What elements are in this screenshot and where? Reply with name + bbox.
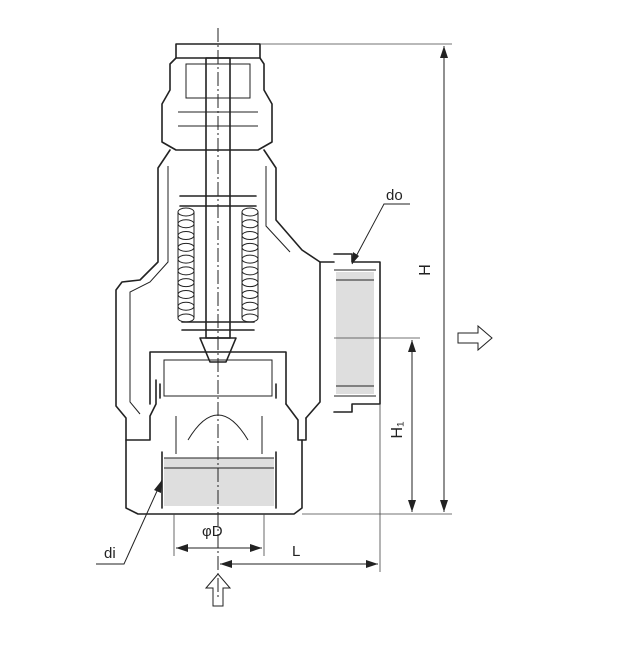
spring-coil	[177, 266, 195, 276]
spring-coil	[177, 313, 195, 323]
spring-coil	[177, 301, 195, 311]
spring-coil	[177, 289, 195, 299]
spring-coil	[177, 231, 195, 241]
seat-body	[149, 351, 287, 405]
seat-chamber	[163, 359, 273, 397]
outlet-wall	[305, 261, 321, 419]
di-leader	[96, 479, 163, 565]
spring-left	[177, 207, 195, 323]
h-label: H	[417, 264, 434, 276]
spring-coil	[241, 254, 259, 264]
outlet-bore-lines	[336, 279, 374, 387]
spring-coil	[177, 278, 195, 288]
do-arrowhead	[352, 252, 359, 264]
do-leader	[351, 203, 410, 265]
spring-coil	[177, 242, 195, 252]
arrow-up-icon	[204, 573, 232, 607]
valve-body	[115, 43, 381, 515]
spring-coil	[241, 278, 259, 288]
di-label: di	[104, 545, 116, 562]
bonnet-inner-right	[265, 166, 291, 253]
arrow-right-icon	[457, 324, 493, 352]
spring-coil	[177, 254, 195, 264]
spring-coil	[241, 219, 259, 229]
cap-housing	[161, 57, 273, 151]
bonnet-inner-left	[129, 166, 169, 415]
spring-outline	[177, 212, 195, 318]
spring-coil	[177, 219, 195, 229]
bonnet-right	[263, 149, 335, 263]
spring-coil	[241, 242, 259, 252]
spring-coil	[241, 289, 259, 299]
spring-coil	[241, 266, 259, 276]
do-label: do	[386, 187, 403, 204]
bonnet-left	[115, 149, 171, 441]
spring-right	[241, 207, 259, 323]
inlet-shade	[164, 458, 274, 506]
outlet-flange	[333, 253, 381, 413]
spring-coil	[241, 231, 259, 241]
nozzle-walls	[175, 416, 263, 454]
seat-guides	[159, 383, 277, 399]
spring-coil	[241, 313, 259, 323]
phid-label: φD	[202, 523, 223, 540]
outlet-bore-shade	[336, 272, 374, 394]
spring-coil	[177, 207, 195, 217]
l-label: L	[292, 543, 300, 560]
cap-top	[175, 43, 261, 59]
di-arrowhead	[154, 480, 162, 493]
inlet-body	[125, 439, 303, 515]
dimensions: H H₁ do di φD L	[96, 43, 452, 572]
spring-coil	[241, 207, 259, 217]
spring-outline	[241, 212, 259, 318]
seat-body-right	[285, 403, 307, 441]
inlet-thread	[164, 457, 274, 469]
h1-label: H₁	[389, 422, 406, 439]
outlet-thread	[334, 269, 376, 397]
spring-coil	[241, 301, 259, 311]
disc	[199, 337, 237, 363]
cap-inner	[185, 63, 251, 99]
